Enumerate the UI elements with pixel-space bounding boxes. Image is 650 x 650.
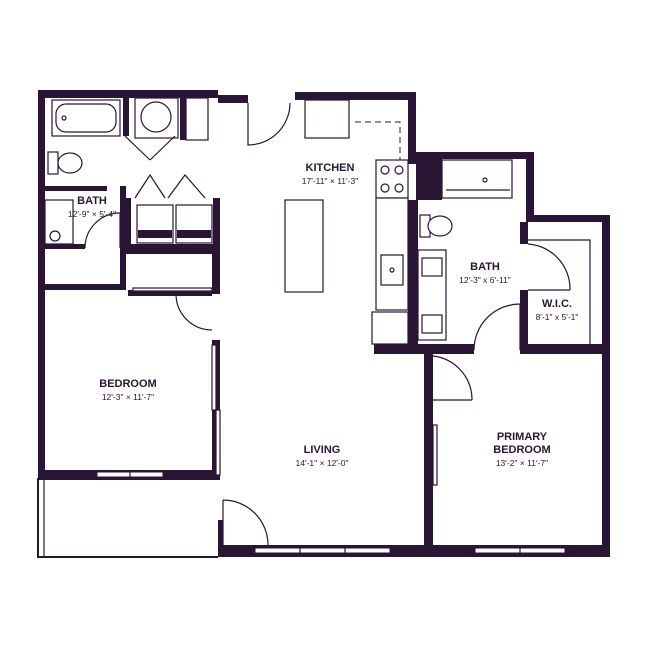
laundry [132,204,213,292]
room-name-primary-bedroom-line-2: BEDROOM [493,444,550,456]
room-dims-living: 14'-1" × 12'-0" [296,458,349,468]
room-dims-bedroom: 12'-3" × 11'-7" [102,392,154,402]
room-name-bath-1: BATH [77,195,107,207]
room-name-bedroom: BEDROOM [99,378,156,390]
room-dims-bath-1: 12'-9" × 5'-4" [68,209,116,219]
room-labels: KITCHEN 17'-11" × 11'-3" BATH 12'-9" × 5… [68,162,579,468]
room-name-bath-2: BATH [470,261,500,273]
room-dims-bath-2: 12'-3" x 6'-11" [459,275,511,285]
kitchen-fixtures [284,99,409,345]
bath-2-fixtures [417,159,513,341]
room-name-wic: W.I.C. [542,298,572,310]
room-dims-primary-bedroom: 13'-2" × 11'-7" [496,458,548,468]
room-name-primary-bedroom-line-1: PRIMARY [497,431,548,443]
room-dims-wic: 8'-1" x 5'-1" [536,312,579,322]
doors [84,102,571,546]
sliding-doors [211,344,438,486]
room-dims-kitchen: 17'-11" × 11'-3" [302,176,358,186]
room-name-living: LIVING [304,444,341,456]
balcony [37,478,218,558]
walls [38,90,610,557]
wic-shelves [528,239,591,344]
bath-1-fixtures [44,97,209,245]
windows [96,471,566,554]
room-name-kitchen: KITCHEN [306,162,355,174]
